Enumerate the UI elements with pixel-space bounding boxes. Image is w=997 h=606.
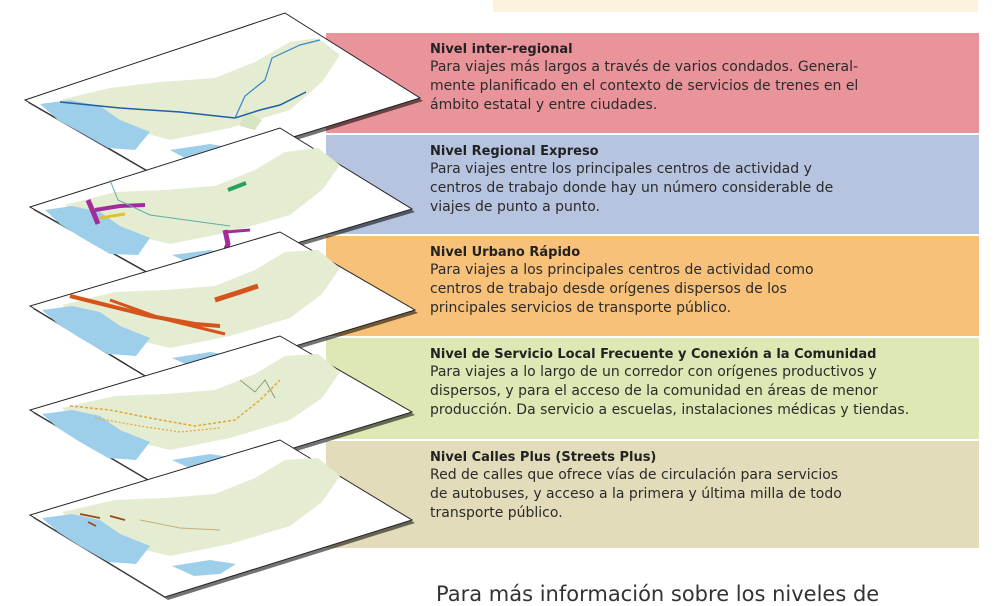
level-band-local-frecuente: Nivel de Servicio Local Frecuente y Cone…	[326, 338, 979, 439]
level-line: centros de trabajo donde hay un número c…	[430, 180, 834, 196]
level-line: producción. Da servicio a escuelas, inst…	[430, 402, 910, 418]
level-line: principales servicios de transporte públ…	[430, 300, 732, 316]
level-title: Nivel Calles Plus (Streets Plus)	[430, 450, 657, 465]
level-line: viajes de punto a punto.	[430, 199, 601, 215]
map-layer-calles-plus	[28, 439, 415, 600]
level-title: Nivel Urbano Rápido	[430, 245, 581, 260]
level-band-calles-plus: Nivel Calles Plus (Streets Plus) Red de …	[326, 441, 979, 548]
map-layer-regional-expreso	[28, 127, 415, 285]
level-line: dispersos, y para el acceso de la comuni…	[430, 383, 878, 399]
level-title: Nivel de Servicio Local Frecuente y Cone…	[430, 347, 877, 362]
map-layer-local-frecuente	[28, 335, 415, 491]
level-line: transporte público.	[430, 505, 563, 521]
level-line: de autobuses, y acceso a la primera y úl…	[430, 486, 842, 502]
top-note-box	[493, 0, 978, 12]
level-title: Nivel Regional Expreso	[430, 144, 599, 159]
level-line: centros de trabajo desde orígenes disper…	[430, 281, 787, 297]
level-line: Para viajes a los principales centros de…	[430, 262, 814, 278]
level-line: mente planificado en el contexto de serv…	[430, 78, 859, 94]
level-line: Para viajes entre los principales centro…	[430, 161, 812, 177]
map-layer-urbano-rapido	[28, 231, 418, 389]
level-line: Para viajes más largos a través de vario…	[430, 59, 859, 75]
level-band-inter-regional: Nivel inter-regional Para viajes más lar…	[326, 33, 979, 133]
level-band-regional-expreso: Nivel Regional Expreso Para viajes entre…	[326, 135, 979, 234]
level-band-urbano-rapido: Nivel Urbano Rápido Para viajes a los pr…	[326, 236, 979, 336]
level-line: Para viajes a lo largo de un corredor co…	[430, 364, 877, 380]
footer-text: Para más información sobre los niveles d…	[436, 582, 880, 606]
level-title: Nivel inter-regional	[430, 42, 573, 57]
map-layer-inter-regional	[23, 12, 423, 181]
level-line: ámbito estatal y entre ciudades.	[430, 97, 658, 113]
level-line: Red de calles que ofrece vías de circula…	[430, 467, 839, 483]
